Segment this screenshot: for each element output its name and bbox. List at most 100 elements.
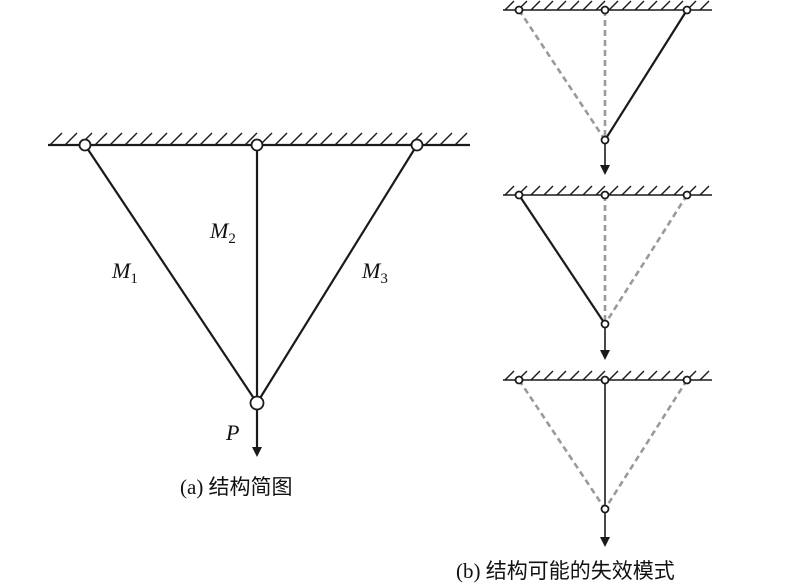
hatch-stroke bbox=[504, 185, 515, 196]
hatch-stroke bbox=[569, 185, 580, 196]
member-failed-left bbox=[517, 9, 607, 141]
hatch-stroke bbox=[364, 132, 378, 146]
hatch-stroke bbox=[660, 370, 671, 381]
hatch-stroke bbox=[334, 132, 348, 146]
member-label-m2: M2 bbox=[209, 218, 236, 247]
hatch-stroke bbox=[556, 370, 567, 381]
hinge-middle bbox=[600, 190, 610, 200]
hatch-stroke bbox=[543, 185, 554, 196]
hatch-stroke bbox=[660, 0, 671, 11]
member-failed-right bbox=[603, 194, 689, 325]
hatch-stroke bbox=[647, 370, 658, 381]
hinge-left bbox=[514, 190, 524, 200]
hatch-stroke bbox=[634, 185, 645, 196]
hatch-stroke bbox=[621, 0, 632, 11]
hatch-stroke bbox=[634, 0, 645, 11]
hatch-stroke bbox=[660, 185, 671, 196]
load-label: P bbox=[225, 420, 239, 445]
hatch-stroke bbox=[673, 370, 684, 381]
hatch-stroke bbox=[109, 132, 123, 146]
ground-hatching bbox=[49, 132, 468, 146]
hinge-left bbox=[514, 5, 524, 15]
hatch-stroke bbox=[608, 185, 619, 196]
hatch-stroke bbox=[154, 132, 168, 146]
hatch-stroke bbox=[530, 185, 541, 196]
hatch-stroke bbox=[699, 0, 710, 11]
hatch-stroke bbox=[569, 0, 580, 11]
member-m1 bbox=[84, 144, 258, 404]
hatch-stroke bbox=[582, 0, 593, 11]
failure-modes-b: (b) 结构可能的失效模式 bbox=[456, 0, 712, 583]
hatch-stroke bbox=[608, 0, 619, 11]
hatch-stroke bbox=[124, 132, 138, 146]
hatch-stroke bbox=[304, 132, 318, 146]
hatch-stroke bbox=[184, 132, 198, 146]
failure-mode-2 bbox=[503, 185, 712, 360]
load-node bbox=[600, 319, 610, 329]
hatch-stroke bbox=[647, 185, 658, 196]
ground-hatching bbox=[504, 0, 710, 11]
hatch-stroke bbox=[543, 370, 554, 381]
hatch-stroke bbox=[608, 370, 619, 381]
hinge-right bbox=[682, 5, 692, 15]
member-label-m1: M1 bbox=[111, 258, 138, 287]
hatch-stroke bbox=[621, 370, 632, 381]
load-node bbox=[249, 395, 265, 411]
hinge-middle bbox=[600, 5, 610, 15]
hatch-stroke bbox=[530, 0, 541, 11]
hatch-stroke bbox=[394, 132, 408, 146]
hinge-right bbox=[682, 375, 692, 385]
hatch-stroke bbox=[439, 132, 453, 146]
member-label-m3: M3 bbox=[361, 258, 388, 287]
hatch-stroke bbox=[556, 185, 567, 196]
hatch-stroke bbox=[289, 132, 303, 146]
hinge-right bbox=[682, 190, 692, 200]
hatch-stroke bbox=[673, 0, 684, 11]
member-failed-left bbox=[517, 379, 607, 510]
hatch-stroke bbox=[94, 132, 108, 146]
hatch-stroke bbox=[274, 132, 288, 146]
hatch-stroke bbox=[699, 370, 710, 381]
hatch-stroke bbox=[504, 0, 515, 11]
caption-a: (a) 结构简图 bbox=[180, 475, 293, 499]
hatch-stroke bbox=[543, 0, 554, 11]
caption-b: (b) 结构可能的失效模式 bbox=[456, 559, 675, 583]
hatch-stroke bbox=[556, 0, 567, 11]
hatch-stroke bbox=[424, 132, 438, 146]
member-intact-left bbox=[518, 194, 606, 325]
hatch-stroke bbox=[199, 132, 213, 146]
support-hinge-right bbox=[410, 138, 424, 152]
hatch-stroke bbox=[229, 132, 243, 146]
hatch-stroke bbox=[582, 370, 593, 381]
hatch-stroke bbox=[49, 132, 63, 146]
hatch-stroke bbox=[504, 370, 515, 381]
structure-diagram-a: M1 M2 M3 P (a) 结构简图 bbox=[48, 132, 470, 499]
hatch-stroke bbox=[699, 185, 710, 196]
hatch-stroke bbox=[647, 0, 658, 11]
hatch-stroke bbox=[349, 132, 363, 146]
hatch-stroke bbox=[621, 185, 632, 196]
hatch-stroke bbox=[582, 185, 593, 196]
hatch-stroke bbox=[139, 132, 153, 146]
hatch-stroke bbox=[454, 132, 468, 146]
hatch-stroke bbox=[214, 132, 228, 146]
hatch-stroke bbox=[595, 370, 606, 381]
hatch-stroke bbox=[595, 0, 606, 11]
hinge-middle bbox=[600, 375, 610, 385]
hatch-stroke bbox=[530, 370, 541, 381]
hatch-stroke bbox=[169, 132, 183, 146]
failure-mode-3 bbox=[503, 370, 712, 547]
load-node bbox=[600, 135, 610, 145]
hatch-stroke bbox=[673, 185, 684, 196]
member-intact-right bbox=[604, 9, 688, 141]
load-node bbox=[600, 504, 610, 514]
hatch-stroke bbox=[319, 132, 333, 146]
hatch-stroke bbox=[64, 132, 78, 146]
hinge-left bbox=[514, 375, 524, 385]
member-m3 bbox=[256, 144, 418, 404]
hatch-stroke bbox=[634, 370, 645, 381]
hatch-stroke bbox=[244, 132, 258, 146]
failure-mode-1 bbox=[503, 0, 712, 175]
hatch-stroke bbox=[569, 370, 580, 381]
support-hinge-left bbox=[78, 138, 92, 152]
